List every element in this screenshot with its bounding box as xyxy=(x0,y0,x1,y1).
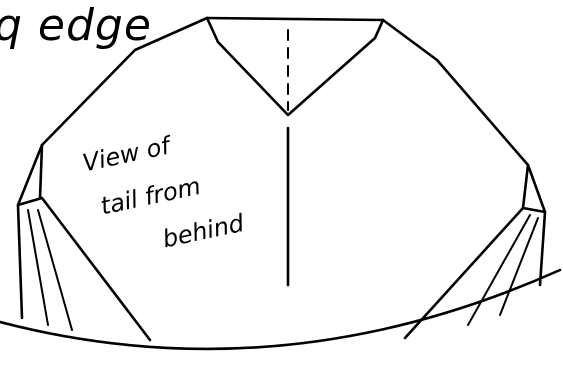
top-edge xyxy=(207,18,383,20)
left-inner-wall xyxy=(40,145,42,198)
edge-label: q edge xyxy=(0,0,152,51)
central-v-notch xyxy=(218,38,375,115)
right-leg-line-a xyxy=(468,215,530,325)
left-outer-wall xyxy=(18,145,42,318)
right-facet-line xyxy=(375,20,383,38)
left-facet-line xyxy=(207,18,218,42)
right-upper-slope xyxy=(383,20,528,165)
right-inner-wall xyxy=(523,165,528,208)
right-outer-wall xyxy=(528,165,545,285)
left-leg-line-b xyxy=(38,210,72,330)
left-leg-line-a xyxy=(28,210,48,325)
